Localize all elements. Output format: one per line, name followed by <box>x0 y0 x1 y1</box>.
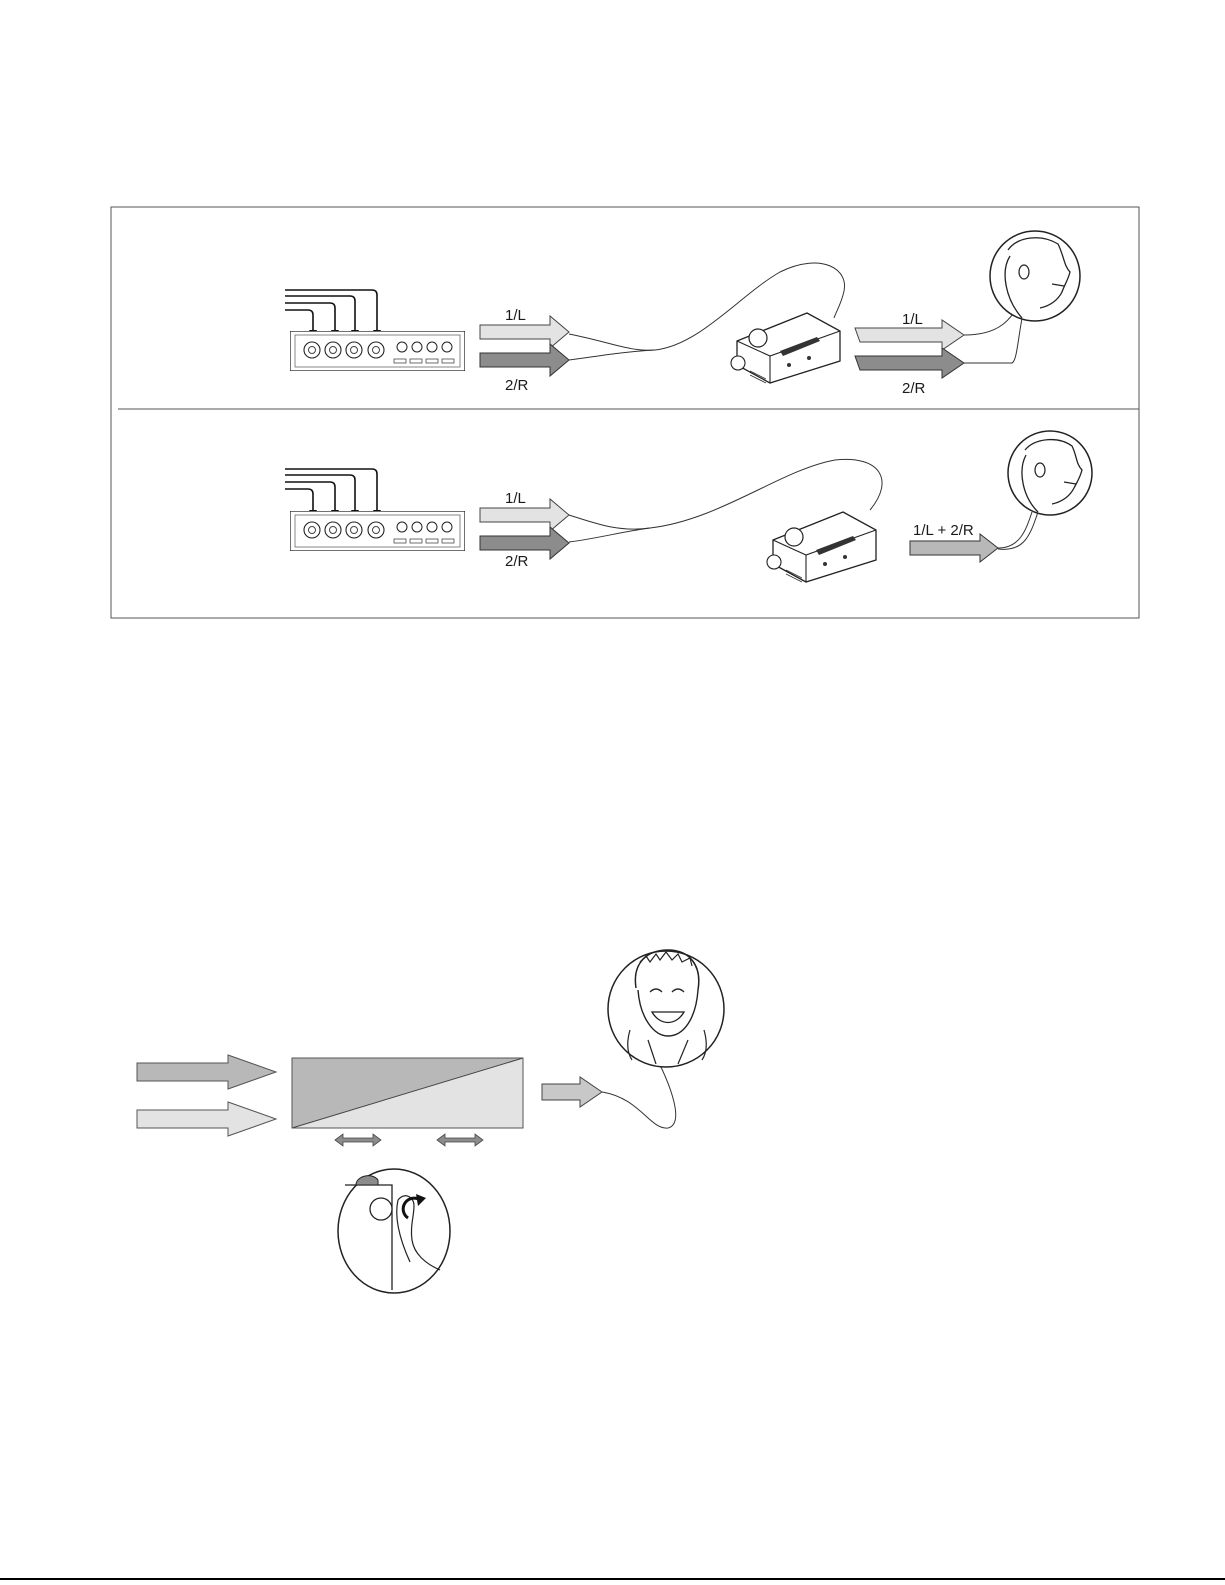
panel-stereo: 1/L 2/R 1/L 2/R <box>285 231 1080 397</box>
panel-mono: 1/L 2/R 1/L + 2/R <box>285 431 1092 582</box>
label-1L-out: 1/L <box>902 311 923 328</box>
label-mix-out: 1/L + 2/R <box>913 522 974 539</box>
listener-head-icon <box>990 231 1080 321</box>
listener-head-icon <box>1008 431 1092 515</box>
earphone-cable <box>602 1065 676 1128</box>
double-arrow-right-icon <box>437 1134 483 1146</box>
bodypack-receiver <box>767 512 876 582</box>
listener-face-icon <box>608 950 724 1067</box>
bodypack-receiver <box>731 313 840 383</box>
footer-rule <box>0 1578 1225 1580</box>
arrow-output-mix <box>542 1077 602 1107</box>
balance-figure <box>137 950 724 1293</box>
balance-knob-closeup-icon <box>338 1169 450 1293</box>
arrow-2R-out <box>855 348 964 378</box>
label-2R-in: 2/R <box>505 377 529 394</box>
arrow-2R-in <box>480 344 569 376</box>
label-1L-in: 1/L <box>505 307 526 324</box>
arrow-input-light <box>137 1102 276 1136</box>
double-arrow-left-icon <box>335 1134 381 1146</box>
balance-box <box>292 1058 523 1128</box>
label-2R-out: 2/R <box>902 380 926 397</box>
monitor-mixer <box>290 331 465 371</box>
monitor-mixer <box>290 511 465 551</box>
arrow-input-dark <box>137 1055 276 1089</box>
label-2R-in: 2/R <box>505 553 529 570</box>
label-1L-in: 1/L <box>505 490 526 507</box>
input-wires <box>285 469 377 510</box>
input-wires <box>285 290 377 330</box>
